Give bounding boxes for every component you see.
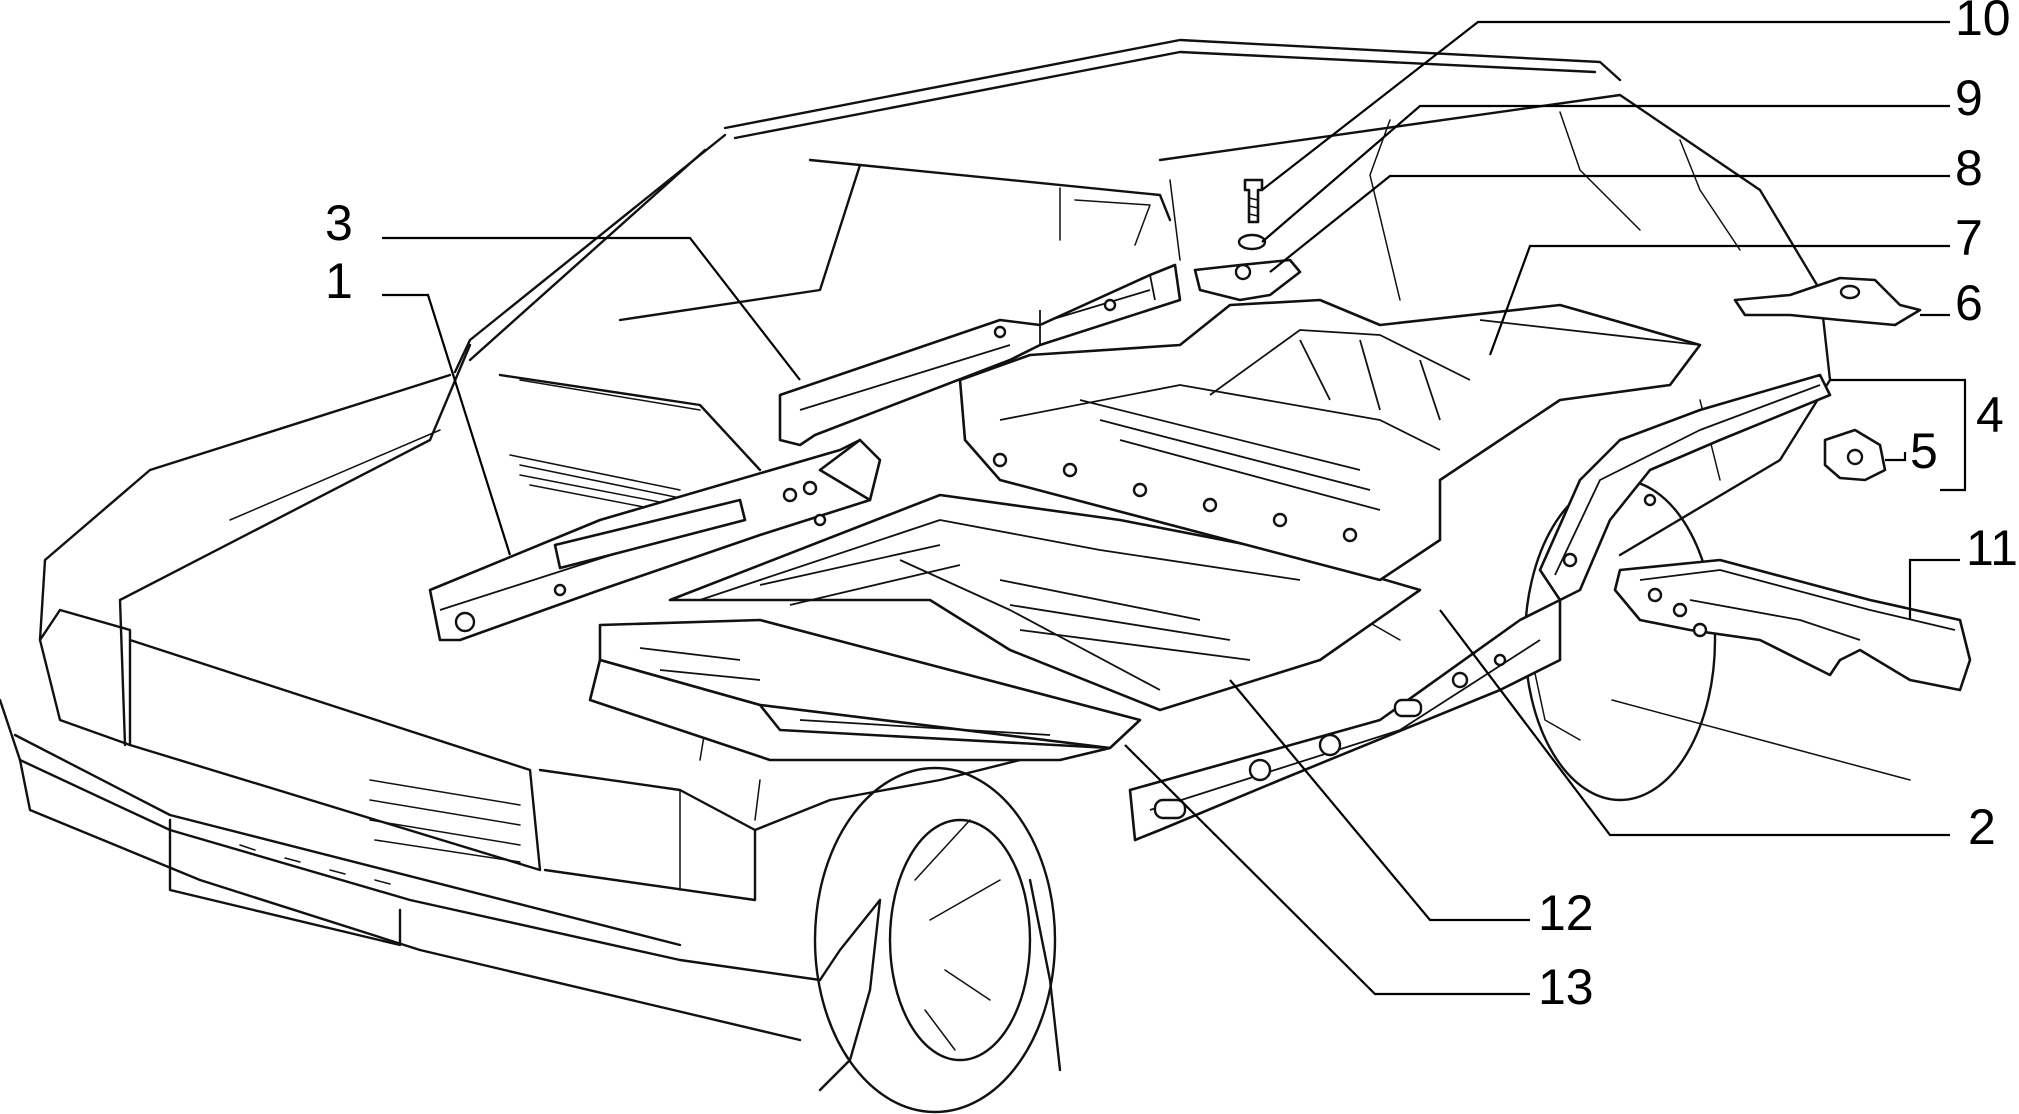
part-6-rear-bracket [1733, 276, 1922, 327]
callout-7: 7 [1955, 210, 1983, 266]
callout-11: 11 [1966, 520, 2018, 576]
part-12-central-floor [668, 493, 1422, 712]
part-9-washer [1237, 233, 1267, 251]
callout-labels: 1 2 3 4 5 6 7 8 9 10 11 12 13 [325, 0, 2018, 1015]
callout-8: 8 [1955, 140, 1983, 196]
part-7-rear-floor [958, 298, 1702, 582]
callout-2: 2 [1968, 799, 1996, 855]
part-3-cross-member [778, 263, 1182, 447]
part-13-front-floor [588, 618, 1142, 762]
part-1-side-rail [428, 438, 882, 642]
part-8-bracket [1193, 258, 1302, 302]
callout-5: 5 [1910, 423, 1938, 479]
callout-4: 4 [1976, 387, 2004, 443]
part-11-rear-member [1613, 558, 1972, 692]
part-2-right-sill [1128, 598, 1562, 842]
callout-3: 3 [325, 195, 353, 251]
callout-6: 6 [1955, 275, 1983, 331]
callout-9: 9 [1955, 70, 1983, 126]
leader-lines [382, 20, 1967, 996]
part-10-bolt [1243, 178, 1264, 224]
car-body-outline [0, 38, 1911, 1114]
callout-12: 12 [1538, 885, 1594, 941]
callout-13: 13 [1538, 959, 1594, 1015]
part-5-small-bracket [1823, 428, 1887, 482]
part-4-rear-rail [1538, 373, 1832, 602]
callout-10: 10 [1955, 0, 2011, 46]
callout-1: 1 [325, 253, 353, 309]
